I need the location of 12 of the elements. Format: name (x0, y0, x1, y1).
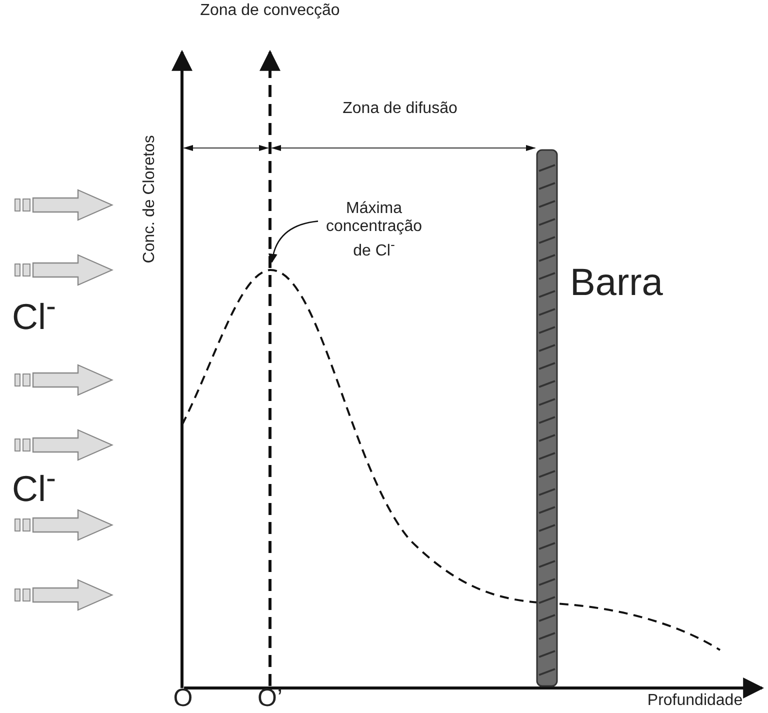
zone-label: Zona de difusão (342, 100, 458, 118)
zone-label: Zona de convecção (200, 2, 340, 20)
point-label: O’ (256, 684, 284, 713)
axis-title: Conc. de Cloretos (140, 134, 159, 266)
axis-title: Profundidade (646, 692, 744, 710)
rebar-label: Barra (570, 262, 664, 306)
leader-arrow (268, 220, 318, 263)
origin-label: O (172, 684, 194, 713)
ion-label: Cl$^{-}$ (12, 290, 57, 338)
annotation-text: Máxima concentração de Cl$^{-}$ (318, 200, 430, 260)
concentration-curve (181, 269, 720, 651)
ion-label: Cl$^{-}$ (12, 462, 57, 510)
